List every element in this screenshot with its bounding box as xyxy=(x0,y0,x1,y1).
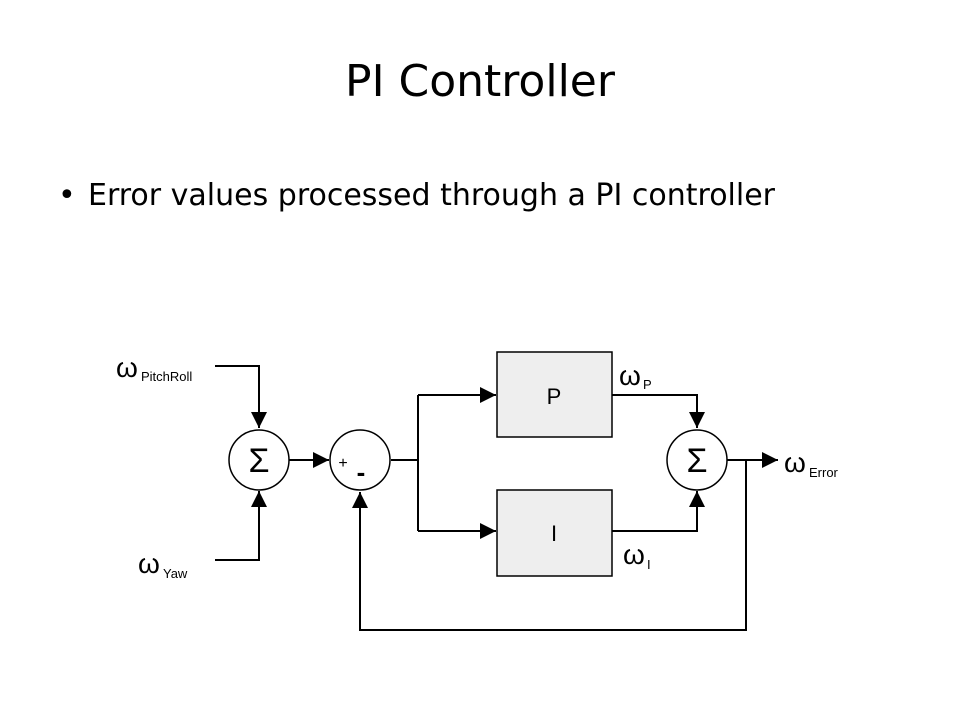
sigma-symbol: Σ xyxy=(248,442,269,480)
output-summing-junction: Σ xyxy=(666,429,728,491)
bullet-item: • Error values processed through a PI con… xyxy=(58,178,775,213)
omega-symbol: ω xyxy=(784,447,806,478)
label-pitchroll: ω PitchRoll xyxy=(116,352,192,384)
omega-symbol: ω xyxy=(619,360,641,391)
pitchroll-subscript: PitchRoll xyxy=(141,369,192,384)
minus-sign: - xyxy=(357,457,366,487)
feedback-line xyxy=(352,460,747,631)
i-subscript: I xyxy=(647,557,651,572)
plus-sign: + xyxy=(338,455,347,472)
i-to-sum-line xyxy=(612,491,705,532)
p-block: P xyxy=(496,351,613,438)
sigma-symbol: Σ xyxy=(686,442,707,480)
label-omega-p: ω P xyxy=(619,360,652,392)
p-block-label: P xyxy=(547,384,562,409)
omega-symbol: ω xyxy=(138,548,160,579)
label-yaw: ω Yaw xyxy=(138,548,188,581)
i-block-label: I xyxy=(551,521,557,546)
bullet-text: Error values processed through a PI cont… xyxy=(88,178,776,213)
label-omega-error: ω Error xyxy=(784,447,839,480)
pitchroll-signal-line xyxy=(215,365,267,428)
p-to-sum-line xyxy=(612,394,705,428)
bullet-marker: • xyxy=(58,178,76,213)
comparator-junction: + - xyxy=(329,429,391,491)
omega-symbol: ω xyxy=(116,352,138,383)
signal-lines xyxy=(215,365,778,631)
i-block: I xyxy=(496,489,613,577)
label-omega-i: ω I xyxy=(623,539,651,572)
input-summing-junction: Σ xyxy=(228,429,290,491)
yaw-subscript: Yaw xyxy=(163,566,188,581)
yaw-signal-line xyxy=(215,491,267,561)
slide-title: PI Controller xyxy=(345,56,615,107)
omega-symbol: ω xyxy=(623,539,645,570)
p-subscript: P xyxy=(643,377,652,392)
error-subscript: Error xyxy=(809,465,839,480)
